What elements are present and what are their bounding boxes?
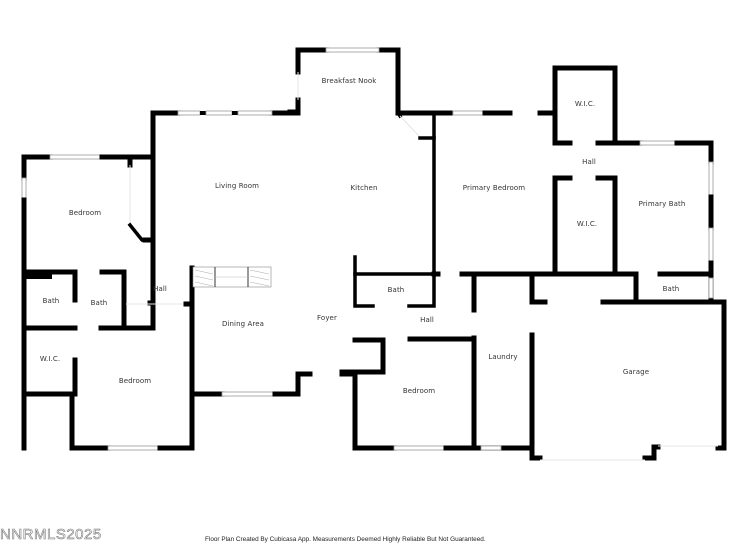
- footer-disclaimer: Floor Plan Created By Cubicasa App. Meas…: [205, 536, 486, 543]
- room-label-hall-center: Hall: [420, 316, 434, 324]
- room-label-bedroom-sw: Bedroom: [118, 377, 152, 385]
- walls-dining-foyer: [189, 265, 358, 397]
- room-label-breakfast-nook: Breakfast Nook: [321, 77, 377, 85]
- room-label-primary-bath: Primary Bath: [638, 200, 686, 208]
- walls-laundry: [471, 272, 502, 451]
- room-label-hall-primary: Hall: [582, 158, 596, 166]
- room-label-bath-west-1: Bath: [42, 297, 60, 305]
- room-label-bath-east: Bath: [662, 285, 680, 293]
- walls-garage: [471, 271, 727, 461]
- room-label-wic-lower: W.I.C.: [576, 220, 598, 228]
- room-label-dining-area: Dining Area: [221, 320, 265, 328]
- room-label-primary-bedroom: Primary Bedroom: [462, 184, 526, 192]
- walls-center-bedroom: [339, 272, 477, 451]
- room-label-garage: Garage: [622, 368, 650, 376]
- room-label-kitchen: Kitchen: [350, 184, 378, 192]
- room-label-bath-west-2: Bath: [90, 299, 108, 307]
- room-label-wic-upper: W.I.C.: [574, 100, 596, 108]
- room-label-wic-west: W.I.C.: [39, 355, 61, 363]
- walls-primary-suite: [431, 65, 714, 303]
- room-label-living-room: Living Room: [214, 182, 260, 190]
- watermark: NNRMLS2025: [0, 526, 102, 544]
- room-label-laundry: Laundry: [488, 353, 518, 361]
- fireplace: [192, 266, 272, 288]
- walls-west-wing: [21, 154, 195, 451]
- room-label-hall-west: Hall: [153, 285, 167, 293]
- room-label-bedroom-nw: Bedroom: [68, 209, 102, 217]
- room-label-bath-center: Bath: [387, 286, 405, 294]
- room-label-bedroom-center: Bedroom: [402, 387, 436, 395]
- walls-kitchen: [353, 110, 436, 276]
- room-label-foyer: Foyer: [317, 314, 337, 322]
